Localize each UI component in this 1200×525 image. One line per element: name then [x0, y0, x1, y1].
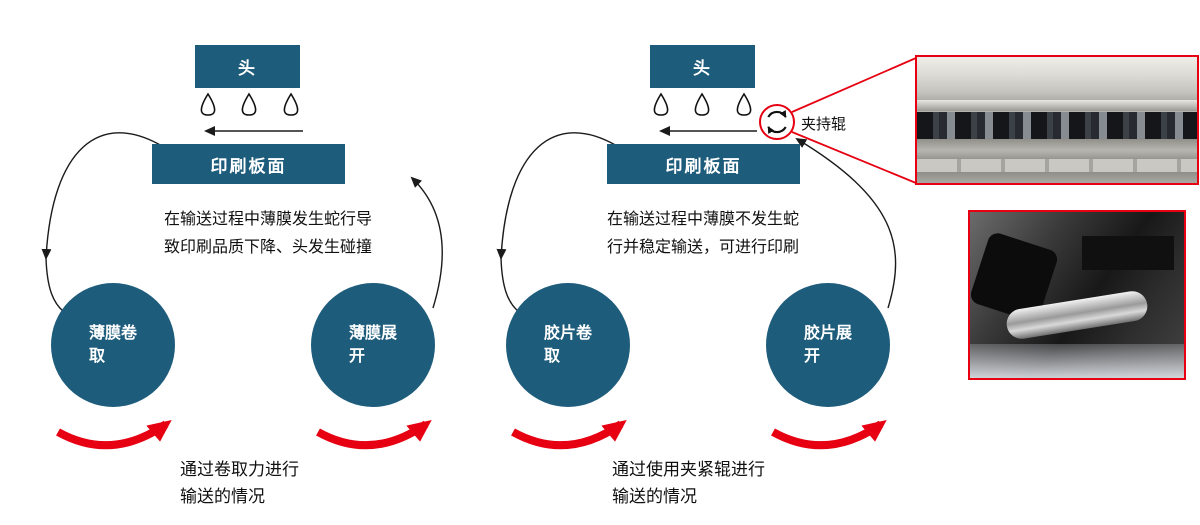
description-line: 在输送过程中薄膜不发生蛇: [606, 211, 799, 228]
ink-droplet-icon: [653, 92, 752, 116]
roll-label-line: 取: [88, 348, 105, 365]
caption-line: 输送的情况: [180, 487, 265, 506]
red-rotation-arrow-icon: [56, 419, 887, 450]
roll-label: 胶片卷 取: [544, 322, 592, 368]
roll-label-line: 取: [543, 348, 560, 365]
right-description: 在输送过程中薄膜不发生蛇 行并稳定输送，可进行印刷: [553, 206, 853, 262]
roll-label: 薄膜展 开: [349, 322, 397, 368]
roller-mount-detail: [1082, 236, 1174, 270]
roll-label-line: 薄膜展: [348, 325, 397, 342]
pinch-roller-label: 夹持辊: [799, 113, 849, 134]
roll-label: 胶片展 开: [804, 322, 852, 368]
platen-glass-detail: [970, 344, 1184, 378]
film-takeup-roll: 胶片卷 取: [506, 283, 630, 407]
caption-line: 通过使用夹紧辊进行: [612, 460, 765, 479]
print-plate-label: 印刷板面: [665, 156, 742, 176]
print-plate-box: 印刷板面: [607, 144, 800, 184]
roll-label: 薄膜卷 取: [89, 322, 137, 368]
print-head-label: 头: [693, 59, 712, 78]
print-head-box: 头: [195, 45, 300, 88]
printer-heads-photo: [915, 55, 1199, 185]
print-head-label: 头: [238, 59, 257, 78]
pinch-roller-icon: [759, 104, 795, 140]
film-unwind-roll: 薄膜展 开: [311, 283, 435, 407]
film-unwind-roll: 胶片展 开: [766, 283, 890, 407]
caption-line: 输送的情况: [612, 487, 697, 506]
roll-label-line: 胶片卷: [543, 325, 592, 342]
left-description: 在输送过程中薄膜发生蛇行导 致印刷品质下降、头发生碰撞: [118, 206, 418, 262]
printer-rail-detail: [917, 99, 1197, 112]
caption-line: 通过卷取力进行: [180, 460, 299, 479]
description-line: 致印刷品质下降、头发生碰撞: [163, 239, 372, 256]
right-caption: 通过使用夹紧辊进行 输送的情况: [612, 456, 765, 510]
printer-strip-detail: [917, 159, 1197, 172]
left-caption: 通过卷取力进行 输送的情况: [180, 456, 299, 510]
pinch-roller-label-text: 夹持辊: [801, 116, 847, 133]
roll-label-line: 胶片展: [803, 325, 852, 342]
print-heads-row-detail: [917, 112, 1197, 139]
print-plate-label: 印刷板面: [210, 156, 287, 176]
pinch-roller-photo: [968, 210, 1186, 380]
print-plate-box: 印刷板面: [152, 144, 345, 184]
description-line: 在输送过程中薄膜发生蛇行导: [163, 211, 372, 228]
roll-label-line: 开: [803, 348, 820, 365]
ink-droplet-icon: [200, 92, 299, 116]
roll-label-line: 开: [348, 348, 365, 365]
film-takeup-roll: 薄膜卷 取: [51, 283, 175, 407]
print-head-box: 头: [650, 45, 755, 88]
description-line: 行并稳定输送，可进行印刷: [606, 239, 799, 256]
roll-label-line: 薄膜卷: [88, 325, 137, 342]
